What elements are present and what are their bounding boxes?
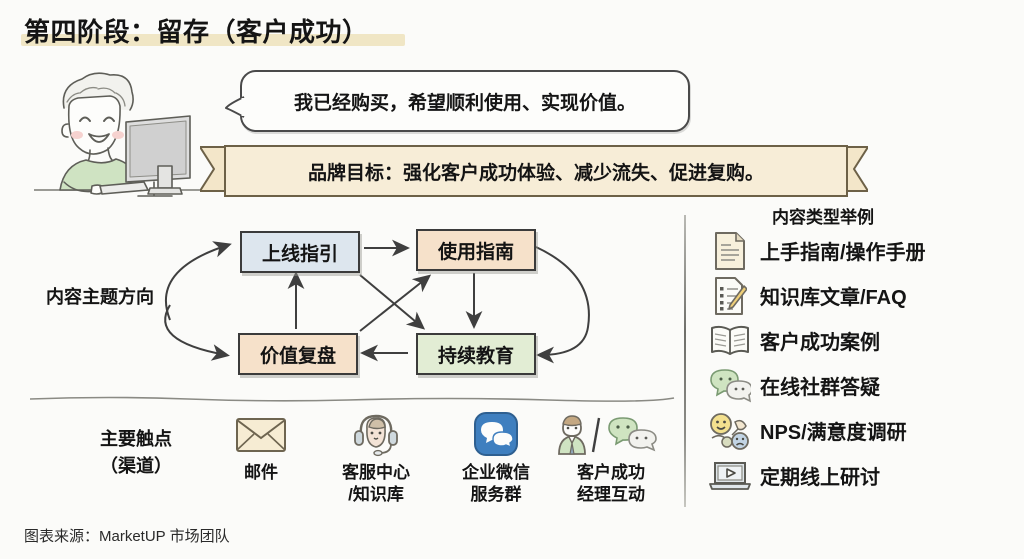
touchpoints-section: 主要触点 （渠道） 邮件 xyxy=(30,408,680,523)
touchpoints-title: 主要触点 （渠道） xyxy=(66,426,206,480)
flow-arrows xyxy=(164,239,590,364)
flow-node-continuous-education[interactable]: 持续教育 xyxy=(416,333,536,375)
touchpoint-label-line1: 客服中心 xyxy=(342,463,410,482)
page-title-group: 第四阶段：留存（客户成功） xyxy=(21,12,405,49)
document-icon xyxy=(700,231,760,271)
flow-node-label: 上线指引 xyxy=(261,243,338,265)
page-title: 第四阶段：留存（客户成功） xyxy=(24,17,369,47)
chat-bubbles-icon xyxy=(700,368,760,404)
ribbon-body: 品牌目标：强化客户成功体验、减少流失、促进复购。 xyxy=(224,145,848,197)
content-theme-flow-diagram: 上线指引 使用指南 价值复盘 持续教育 内容主题方向 xyxy=(30,215,670,390)
touchpoint-label-line2: /知识库 xyxy=(348,485,404,504)
flow-node-onboarding[interactable]: 上线指引 xyxy=(240,231,360,273)
touchpoint-label-line2: 服务群 xyxy=(470,485,522,504)
checklist-pencil-icon xyxy=(700,276,760,316)
envelope-icon xyxy=(195,408,327,460)
content-type-label: 客户成功案例 xyxy=(760,332,880,354)
touchpoint-email[interactable]: 邮件 xyxy=(195,408,327,484)
laptop-play-icon xyxy=(700,459,760,493)
content-type-label: 在线社群答疑 xyxy=(760,377,880,399)
touchpoint-label: 客服中心 /知识库 xyxy=(310,462,442,506)
source-footer: 图表来源：MarketUP 市场团队 xyxy=(24,528,230,545)
touchpoint-label-line1: 企业微信 xyxy=(462,463,530,482)
content-type-item-webinar[interactable]: 定期线上研讨 xyxy=(700,453,1010,498)
person-at-computer-illustration xyxy=(34,72,234,197)
speech-bubble-text: 我已经购买，希望顺利使用、实现价值。 xyxy=(293,92,636,114)
touchpoint-wecom-group[interactable]: 企业微信 服务群 xyxy=(430,408,562,506)
horizontal-divider xyxy=(29,396,675,402)
title-highlight-band xyxy=(21,34,405,46)
manager-wechat-icon xyxy=(545,408,677,460)
content-type-label: 上手指南/操作手册 xyxy=(760,242,926,264)
touchpoints-title-line2: （渠道） xyxy=(100,456,172,476)
touchpoint-label: 邮件 xyxy=(195,462,327,484)
content-types-title: 内容类型举例 xyxy=(772,208,874,227)
content-type-item-nps-survey[interactable]: NPS/满意度调研 xyxy=(700,408,1010,453)
ribbon-text: 品牌目标：强化客户成功体验、减少流失、促进复购。 xyxy=(307,162,764,184)
vertical-divider xyxy=(684,215,686,507)
content-type-item-case-study[interactable]: 客户成功案例 xyxy=(700,318,1010,363)
wecom-icon xyxy=(430,408,562,460)
content-types-panel: 内容类型举例 上手指南/操作手册 xyxy=(700,203,1010,498)
headset-icon xyxy=(310,408,442,460)
flow-node-label: 持续教育 xyxy=(437,345,514,367)
customer-speech-bubble: 我已经购买，希望顺利使用、实现价值。 xyxy=(240,70,690,132)
touchpoint-label: 客户成功 经理互动 xyxy=(545,462,677,506)
touchpoint-label-line2: 经理互动 xyxy=(577,485,645,504)
content-type-item-community-qa[interactable]: 在线社群答疑 xyxy=(700,363,1010,408)
flow-node-usage-guide[interactable]: 使用指南 xyxy=(416,229,536,271)
touchpoint-label-line1: 邮件 xyxy=(244,463,278,482)
flow-diagram-label: 内容主题方向 xyxy=(46,287,154,307)
touchpoints-title-line1: 主要触点 xyxy=(100,429,172,449)
content-type-item-guide[interactable]: 上手指南/操作手册 xyxy=(700,228,1010,273)
open-book-icon xyxy=(700,324,760,358)
flow-node-label: 使用指南 xyxy=(437,241,514,263)
speech-bubble-tail xyxy=(225,96,245,118)
content-type-label: 定期线上研讨 xyxy=(760,467,880,489)
touchpoint-label: 企业微信 服务群 xyxy=(430,462,562,506)
content-type-label: NPS/满意度调研 xyxy=(760,422,907,444)
touchpoint-csm-interaction[interactable]: 客户成功 经理互动 xyxy=(545,408,677,506)
flow-node-label: 价值复盘 xyxy=(259,345,336,367)
content-type-label: 知识库文章/FAQ xyxy=(760,287,907,309)
touchpoint-label-line1: 客户成功 xyxy=(577,463,645,482)
touchpoint-support-center[interactable]: 客服中心 /知识库 xyxy=(310,408,442,506)
survey-faces-icon xyxy=(700,412,760,450)
content-type-item-kb-faq[interactable]: 知识库文章/FAQ xyxy=(700,273,1010,318)
flow-node-value-review[interactable]: 价值复盘 xyxy=(238,333,358,375)
brand-goal-ribbon: 品牌目标：强化客户成功体验、减少流失、促进复购。 xyxy=(200,145,868,197)
